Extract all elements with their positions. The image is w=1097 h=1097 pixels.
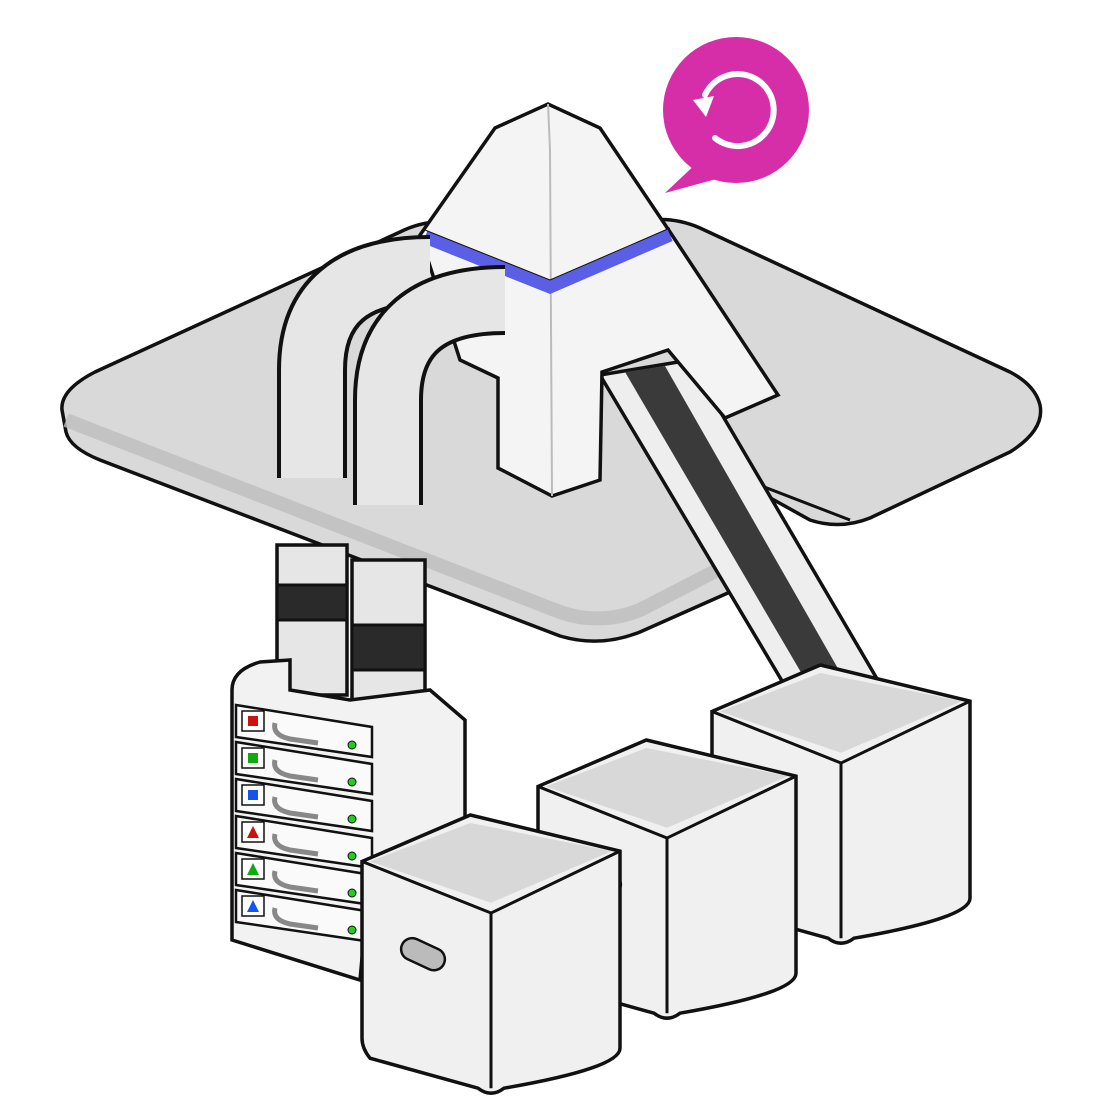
square-icon [248, 753, 258, 763]
triangle-icon [247, 863, 259, 875]
pipes [275, 235, 506, 727]
handle-icon [272, 907, 319, 931]
square-icon [248, 716, 258, 726]
server-drawer [234, 888, 374, 944]
square-icon [248, 790, 258, 800]
tower [418, 102, 781, 498]
triangle-icon [247, 900, 259, 912]
server-drawer [234, 740, 374, 796]
server-drawer [234, 851, 374, 907]
led-icon [347, 740, 357, 750]
led-icon [347, 777, 357, 787]
handle-icon [272, 759, 319, 783]
crates [360, 663, 972, 1095]
server-drawer [234, 703, 374, 759]
server-rack [230, 658, 467, 983]
handle-icon [272, 796, 319, 820]
server-drawer [234, 777, 374, 833]
handle-icon [272, 870, 319, 894]
crate-handle-icon [399, 936, 447, 972]
handle-icon [272, 833, 319, 857]
handle-icon [272, 722, 319, 746]
crate [360, 813, 622, 1095]
led-icon [347, 925, 357, 935]
led-icon [347, 814, 357, 824]
led-icon [347, 851, 357, 861]
led-icon [347, 888, 357, 898]
refresh-speech-bubble-icon [663, 37, 809, 193]
triangle-icon [247, 826, 259, 838]
